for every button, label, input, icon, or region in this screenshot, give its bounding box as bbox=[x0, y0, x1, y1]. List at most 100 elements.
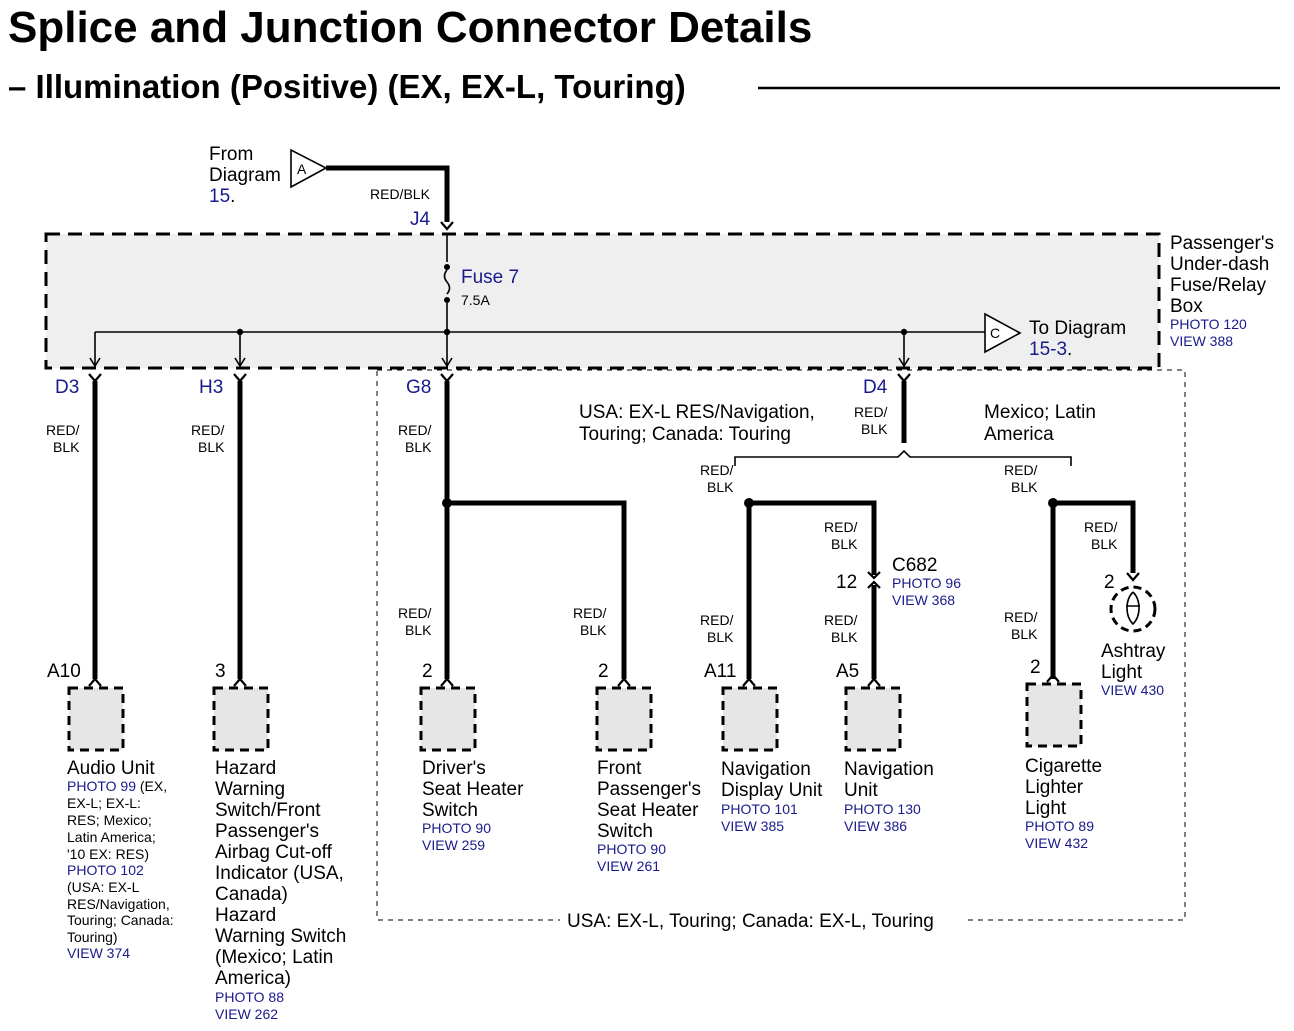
nav-unit-name: Navigation Unit bbox=[844, 759, 934, 801]
svg-text:Front: Front bbox=[597, 758, 642, 779]
svg-text:Navigation: Navigation bbox=[844, 759, 934, 780]
arrow-d4-icon bbox=[898, 357, 910, 368]
driver-seat-switch-name: Driver's Seat Heater Switch bbox=[422, 758, 524, 821]
svg-text:Canada): Canada) bbox=[215, 884, 288, 905]
page-subtitle: – Illumination (Positive) (EX, EX-L, Tou… bbox=[8, 68, 686, 105]
connector-c682-icon bbox=[867, 571, 881, 589]
svg-text:BLK: BLK bbox=[861, 421, 888, 437]
source-wire-label: RED/BLK bbox=[370, 186, 431, 202]
fuse-box-name-1: Passenger's bbox=[1170, 233, 1274, 254]
front-seat-switch-view: VIEW 261 bbox=[597, 858, 660, 874]
audio-unit-name: Audio Unit bbox=[67, 758, 155, 779]
ashtray-terminal-icon bbox=[1126, 572, 1140, 582]
terminal-cigarette-icon bbox=[1046, 673, 1060, 683]
fuse-box bbox=[44, 232, 1161, 370]
ashtray-bulb-icon bbox=[1109, 585, 1157, 633]
driver-seat-switch-view: VIEW 259 bbox=[422, 837, 485, 853]
svg-text:PHOTO 102: PHOTO 102 bbox=[67, 862, 144, 878]
fuse-box-view: VIEW 388 bbox=[1170, 333, 1233, 349]
wire-label-d3: RED/ BLK bbox=[46, 422, 80, 455]
pin-cigarette: 2 bbox=[1030, 657, 1041, 678]
pin-front-seat: 2 bbox=[598, 661, 609, 682]
ashtray-light-name: Ashtray Light bbox=[1101, 641, 1166, 683]
pin-hazard: 3 bbox=[215, 661, 226, 682]
note-usa-line2: Touring; Canada: Touring bbox=[579, 424, 791, 445]
svg-text:Seat Heater: Seat Heater bbox=[597, 800, 699, 821]
fuse-name: Fuse 7 bbox=[461, 267, 519, 288]
nav-display-photo: PHOTO 101 bbox=[721, 801, 798, 817]
svg-text:Switch: Switch bbox=[422, 800, 478, 821]
terminal-h3: H3 bbox=[199, 377, 223, 398]
note-usa-line1: USA: EX-L RES/Navigation, bbox=[579, 402, 815, 423]
hazard-switch-photo: PHOTO 88 bbox=[215, 989, 284, 1005]
svg-text:BLK: BLK bbox=[707, 629, 734, 645]
svg-text:Seat Heater: Seat Heater bbox=[422, 779, 524, 800]
svg-text:'10 EX: RES): '10 EX: RES) bbox=[67, 846, 149, 862]
wire-label-h3: RED/ BLK bbox=[191, 422, 225, 455]
driver-seat-switch-box bbox=[419, 686, 477, 752]
source-arrow-letter: A bbox=[297, 161, 307, 177]
arrow-g8-icon bbox=[441, 357, 453, 368]
cigarette-light-name: Cigarette Lighter Light bbox=[1025, 756, 1102, 819]
region-box-label: USA: EX-L, Touring; Canada: EX-L, Tourin… bbox=[567, 911, 934, 932]
nav-unit-box bbox=[844, 686, 902, 752]
svg-text:RED/: RED/ bbox=[700, 462, 734, 478]
terminal-d3: D3 bbox=[55, 377, 79, 398]
svg-text:RED/: RED/ bbox=[398, 422, 432, 438]
svg-text:Indicator (USA,: Indicator (USA, bbox=[215, 863, 344, 884]
svg-text:RED/: RED/ bbox=[573, 605, 607, 621]
audio-unit-box bbox=[67, 686, 125, 752]
svg-text:Switch/Front: Switch/Front bbox=[215, 800, 321, 821]
svg-text:Touring; Canada:: Touring; Canada: bbox=[67, 912, 174, 928]
terminal-d4: D4 bbox=[863, 377, 888, 398]
arrow-h3-icon bbox=[234, 357, 246, 368]
terminal-h3-icon bbox=[233, 373, 247, 383]
fuse-box-name-2: Under-dash bbox=[1170, 254, 1269, 275]
svg-text:RED/: RED/ bbox=[398, 605, 432, 621]
pin-nav-unit: A5 bbox=[836, 661, 859, 682]
terminal-driver-seat-icon bbox=[440, 677, 454, 687]
note-mexico-line1: Mexico; Latin bbox=[984, 402, 1096, 423]
wire-nav-unit-upper bbox=[749, 500, 877, 575]
fuse-box-photo: PHOTO 120 bbox=[1170, 316, 1247, 332]
svg-text:BLK: BLK bbox=[405, 439, 432, 455]
connector-pin: 12 bbox=[836, 572, 857, 593]
terminal-j4: J4 bbox=[410, 209, 431, 230]
wire-label-front-seat: RED/ BLK bbox=[573, 605, 607, 638]
wire-front-seat bbox=[447, 500, 627, 679]
svg-text:Cigarette: Cigarette bbox=[1025, 756, 1102, 777]
svg-text:Hazard: Hazard bbox=[215, 905, 276, 926]
svg-text:Lighter: Lighter bbox=[1025, 777, 1084, 798]
nav-unit-view: VIEW 386 bbox=[844, 818, 907, 834]
page-title: Splice and Junction Connector Details bbox=[8, 3, 812, 52]
svg-text:BLK: BLK bbox=[53, 439, 80, 455]
svg-text:Warning: Warning bbox=[215, 779, 285, 800]
wire-label-ashtray: RED/ BLK bbox=[1084, 519, 1118, 552]
cigarette-light-photo: PHOTO 89 bbox=[1025, 818, 1094, 834]
cigarette-light-box bbox=[1025, 682, 1083, 748]
nav-display-view: VIEW 385 bbox=[721, 818, 784, 834]
terminal-audio-icon bbox=[88, 677, 102, 687]
connector-name: C682 bbox=[892, 555, 937, 576]
wire-label-driver-seat: RED/ BLK bbox=[398, 605, 432, 638]
audio-unit-notes: PHOTO 99 (EX, EX-L; EX-L: RES; Mexico; L… bbox=[67, 778, 174, 961]
terminal-j4-icon bbox=[440, 221, 454, 231]
connector-photo: PHOTO 96 bbox=[892, 575, 961, 591]
svg-text:Light: Light bbox=[1101, 662, 1143, 683]
svg-text:Warning Switch: Warning Switch bbox=[215, 926, 346, 947]
note-mexico-line2: America bbox=[984, 424, 1054, 445]
fuse-icon bbox=[443, 269, 451, 295]
front-seat-switch-name: Front Passenger's Seat Heater Switch bbox=[597, 758, 701, 842]
svg-text:BLK: BLK bbox=[831, 629, 858, 645]
arrow-d3-icon bbox=[89, 357, 101, 368]
to-arrow-letter: C bbox=[990, 325, 1000, 341]
svg-text:BLK: BLK bbox=[1011, 479, 1038, 495]
svg-text:Touring): Touring) bbox=[67, 929, 118, 945]
pin-driver-seat: 2 bbox=[422, 661, 433, 682]
wire-label-g8: RED/ BLK bbox=[398, 422, 432, 455]
fuse-box-name-4: Box bbox=[1170, 296, 1203, 317]
ashtray-light-view: VIEW 430 bbox=[1101, 682, 1164, 698]
cigarette-light-view: VIEW 432 bbox=[1025, 835, 1088, 851]
fuse-bottom-dot bbox=[444, 297, 450, 303]
